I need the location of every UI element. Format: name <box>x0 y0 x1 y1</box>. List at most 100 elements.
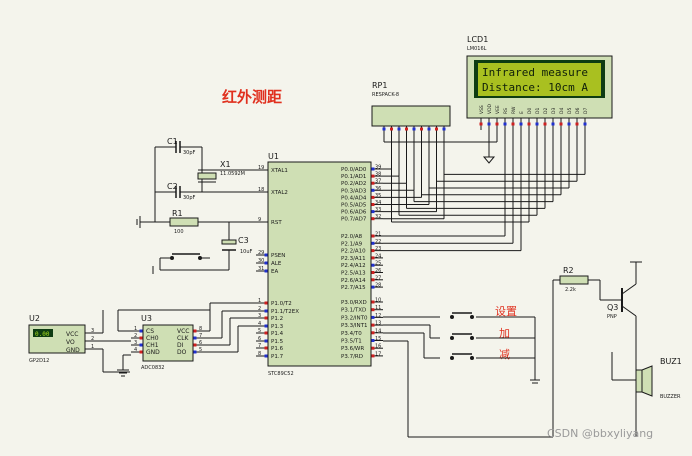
u1-pin-name: P1.7 <box>271 354 284 360</box>
add-button-label: 加 <box>499 327 510 340</box>
c1-ref: C1 <box>167 137 178 146</box>
u1-pin-number: 9 <box>258 217 261 223</box>
u2-pin-vo: VO <box>66 339 75 346</box>
u1-pin-number: 23 <box>375 246 381 252</box>
resistor-pack-rp1: RP1 RESPACK-8 <box>371 81 451 136</box>
resistor-r1 <box>169 217 199 227</box>
buzzer-horn <box>641 365 653 397</box>
pin-state-marker <box>371 181 375 185</box>
pin-state-marker <box>371 346 375 350</box>
pin-state-marker <box>412 127 416 131</box>
u2-pin-gnd: GND <box>66 347 80 354</box>
u3-pin-number: 8 <box>199 326 202 332</box>
button-terminal <box>470 356 474 360</box>
crystal-x1 <box>197 172 217 180</box>
oscillator-circuit: C1 30pF C2 30pF X1 11.0592M <box>142 137 268 223</box>
pin-state-marker <box>583 122 587 126</box>
lcd-data-bus <box>383 130 586 252</box>
pin-state-marker <box>371 263 375 267</box>
pin-state-marker <box>371 300 375 304</box>
pin-state-marker <box>371 217 375 221</box>
lcd-screen <box>478 63 601 96</box>
buzzer-body <box>635 369 643 393</box>
u1-pin-name: P1.3 <box>271 324 284 330</box>
lcd-pin-label: RS <box>503 108 509 114</box>
u1-pin-number: 3 <box>258 313 261 319</box>
u1-pin-name: P2.5/A13 <box>341 271 366 277</box>
u2-display <box>33 329 53 337</box>
u1-pin-number: 38 <box>375 172 381 178</box>
pin-state-marker <box>575 122 579 126</box>
q3-collector <box>621 305 637 317</box>
pin-state-marker <box>527 122 531 126</box>
u3-pin-number: 6 <box>199 340 202 346</box>
pin-state-marker <box>139 336 143 340</box>
lcd-pin-label: RW <box>511 106 517 114</box>
pin-state-marker <box>371 339 375 342</box>
u3-model: ADC0832 <box>141 365 165 371</box>
pin-state-marker <box>139 329 143 333</box>
u1-pin-number: 28 <box>375 283 381 289</box>
u1-pin-number: 2 <box>258 306 261 312</box>
u3-ref: U3 <box>141 314 152 323</box>
pin-state-marker <box>567 122 571 126</box>
u1-pin-name: P0.5/AD5 <box>341 203 367 209</box>
u3-pin-name: CLK <box>177 335 190 342</box>
c2-value: 30pF <box>183 195 196 201</box>
pin-state-marker <box>371 195 375 199</box>
u1-pin-number: 15 <box>375 336 381 342</box>
rp1-ref: RP1 <box>372 81 387 90</box>
pin-state-marker <box>264 253 268 257</box>
u1-pin-name: P1.5 <box>271 339 284 345</box>
x1-value: 11.0592M <box>220 171 245 177</box>
u1-pin-name: P3.3/INT1 <box>341 323 368 329</box>
pin-state-marker <box>371 271 375 274</box>
ground-symbol <box>482 156 496 164</box>
watermark: CSDN @bbxyliyang <box>547 427 653 440</box>
pin-state-marker <box>382 127 386 131</box>
pin-state-marker <box>511 122 515 126</box>
r2-ref: R2 <box>563 266 574 275</box>
button-terminal <box>470 315 474 319</box>
pin-state-marker <box>371 210 375 214</box>
pin-state-marker <box>371 234 375 238</box>
u1-pin-name: P0.0/AD0 <box>341 167 367 173</box>
u3-pin-number: 1 <box>134 326 137 332</box>
u2-pin-num: 3 <box>91 328 94 334</box>
u1-pin-number: 18 <box>258 187 264 193</box>
pin-state-marker <box>371 308 375 312</box>
u3-pin-name: DO <box>177 349 187 356</box>
schematic-title: 红外测距 <box>222 88 282 106</box>
u1-pin-number: 32 <box>375 214 381 220</box>
u1-pin-name: RST <box>271 220 282 226</box>
r2-value: 2.2k <box>565 287 576 293</box>
u1-pin-name: P2.2/A10 <box>341 249 366 255</box>
rp1-body <box>371 105 451 127</box>
u1-pin-name: XTAL2 <box>271 190 288 196</box>
u3-pin-number: 3 <box>134 340 137 346</box>
resistor-r2 <box>559 275 589 285</box>
button-terminal <box>450 356 454 360</box>
lcd-pin-label: D4 <box>559 108 565 114</box>
u1-pin-number: 6 <box>258 336 261 342</box>
u1-pin-name: P2.1/A9 <box>341 241 363 247</box>
pin-state-marker <box>487 122 491 126</box>
u1-pin-number: 29 <box>258 250 264 256</box>
pin-state-marker <box>405 127 408 131</box>
pin-state-marker <box>371 203 375 206</box>
lcd-pin-label: D2 <box>543 108 549 114</box>
u1-pin-number: 17 <box>375 351 381 357</box>
u3-pin-name: CH1 <box>146 342 159 349</box>
lcd-pin-label: D1 <box>535 108 541 114</box>
x1-ref: X1 <box>220 160 231 169</box>
c3-value: 10uF <box>240 249 253 255</box>
u1-model: STC89C52 <box>268 371 294 377</box>
u3-body <box>142 324 194 362</box>
u1-pin-name: P2.3/A11 <box>341 256 366 262</box>
u1-pin-number: 5 <box>258 328 261 334</box>
pin-state-marker <box>371 354 375 358</box>
u1-ref: U1 <box>268 152 279 161</box>
